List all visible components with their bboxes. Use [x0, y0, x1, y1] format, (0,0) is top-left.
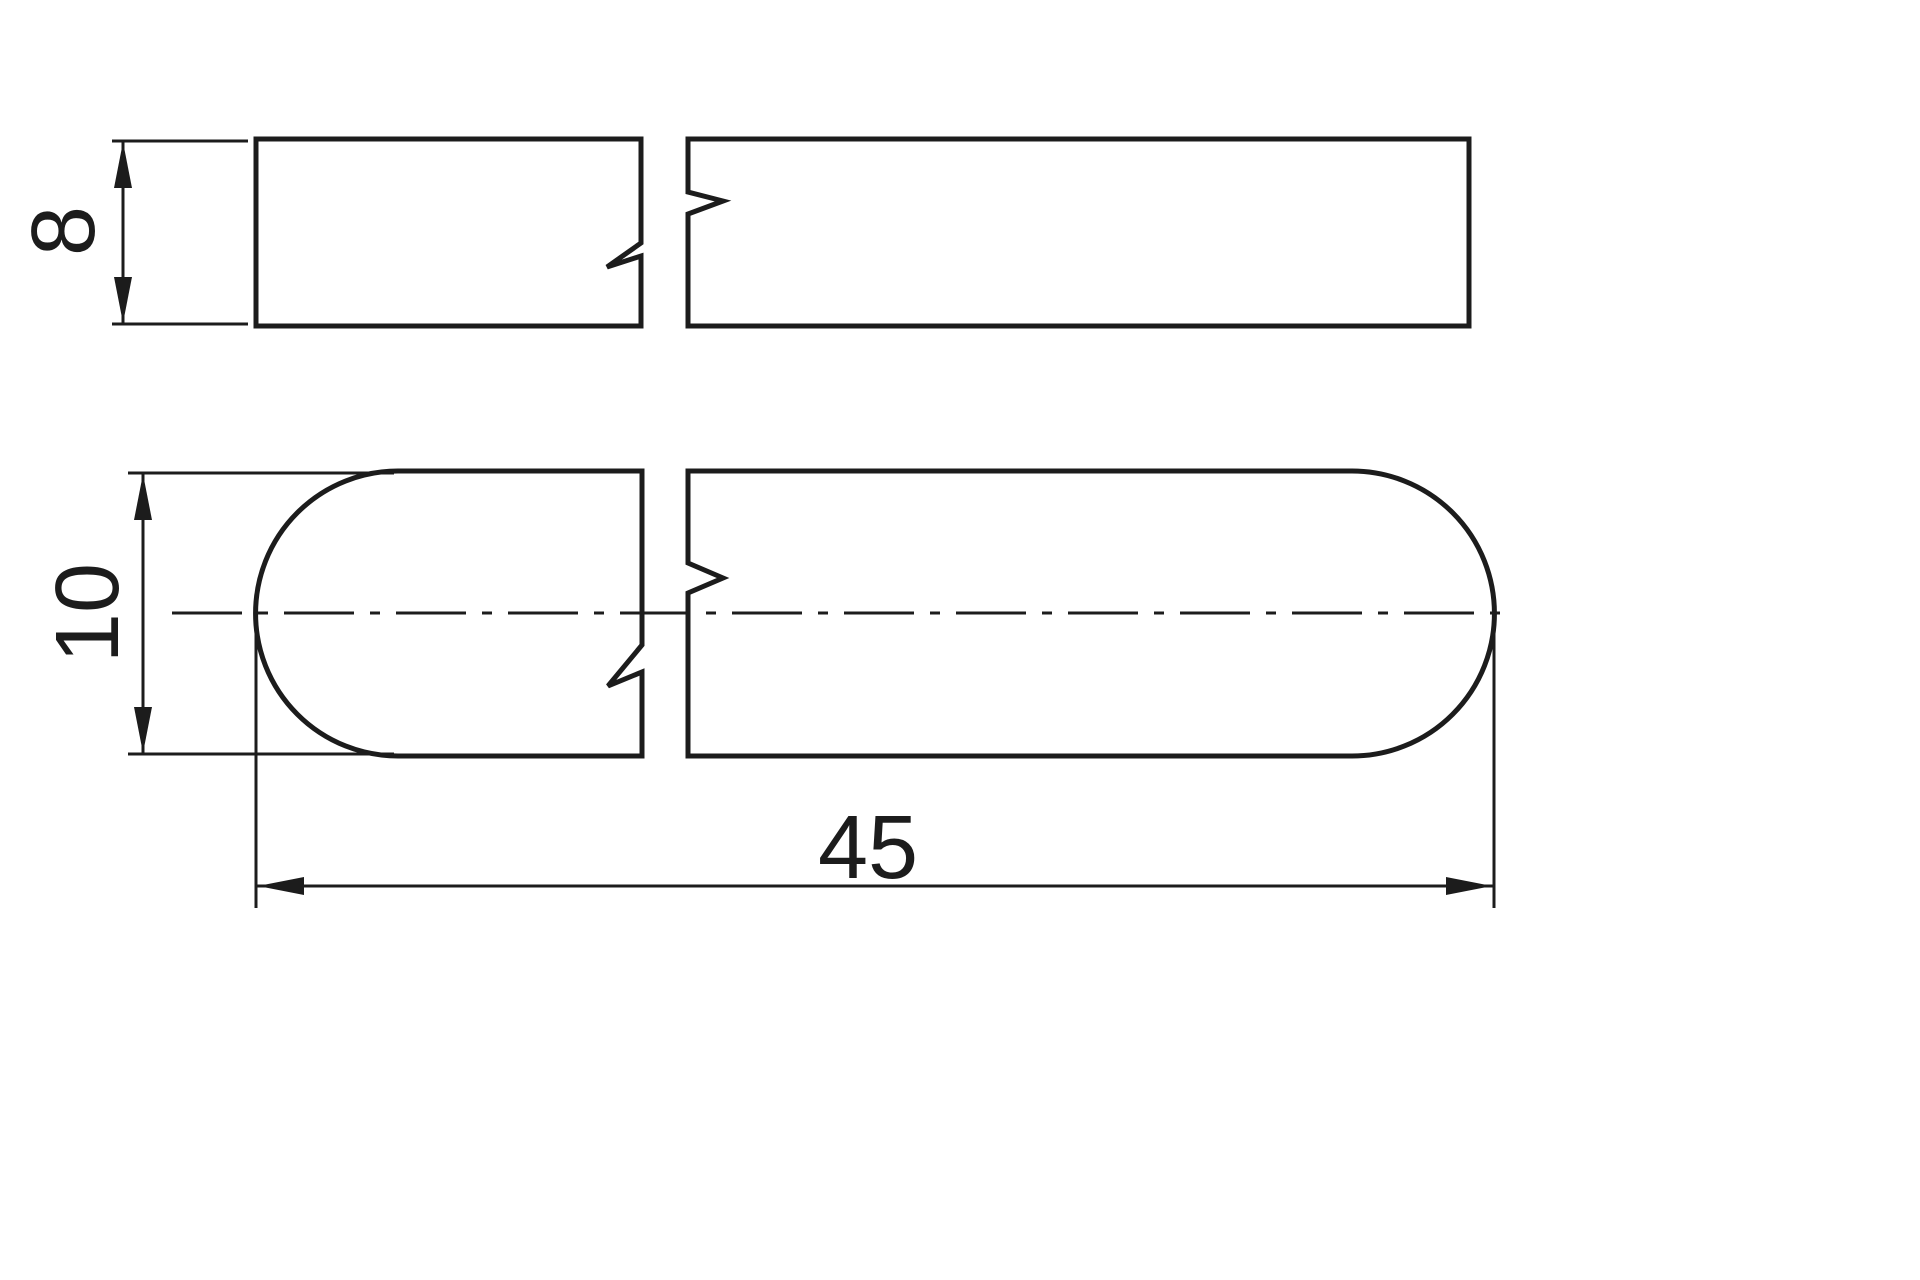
plan-view: 10 45	[38, 468, 1516, 908]
dimension-arrowhead-right	[1446, 877, 1492, 895]
dimension-arrowhead-top	[134, 474, 152, 520]
dimension-arrowhead-top	[114, 142, 132, 188]
side-view-right-segment-outline	[685, 136, 1472, 329]
dimension-label-width-10: 10	[38, 563, 138, 663]
dimension-width-10: 10	[38, 471, 394, 756]
side-view-left-segment-outline	[253, 136, 644, 329]
dimension-label-length-45: 45	[818, 798, 918, 898]
dimension-label-height-8: 8	[14, 206, 114, 256]
dimension-height-8: 8	[14, 139, 248, 326]
dimension-length-45: 45	[254, 622, 1496, 908]
dimension-arrowhead-bottom	[114, 277, 132, 323]
side-view: 8	[14, 136, 1472, 329]
dimension-arrowhead-bottom	[134, 707, 152, 753]
dimension-arrowhead-left	[258, 877, 304, 895]
